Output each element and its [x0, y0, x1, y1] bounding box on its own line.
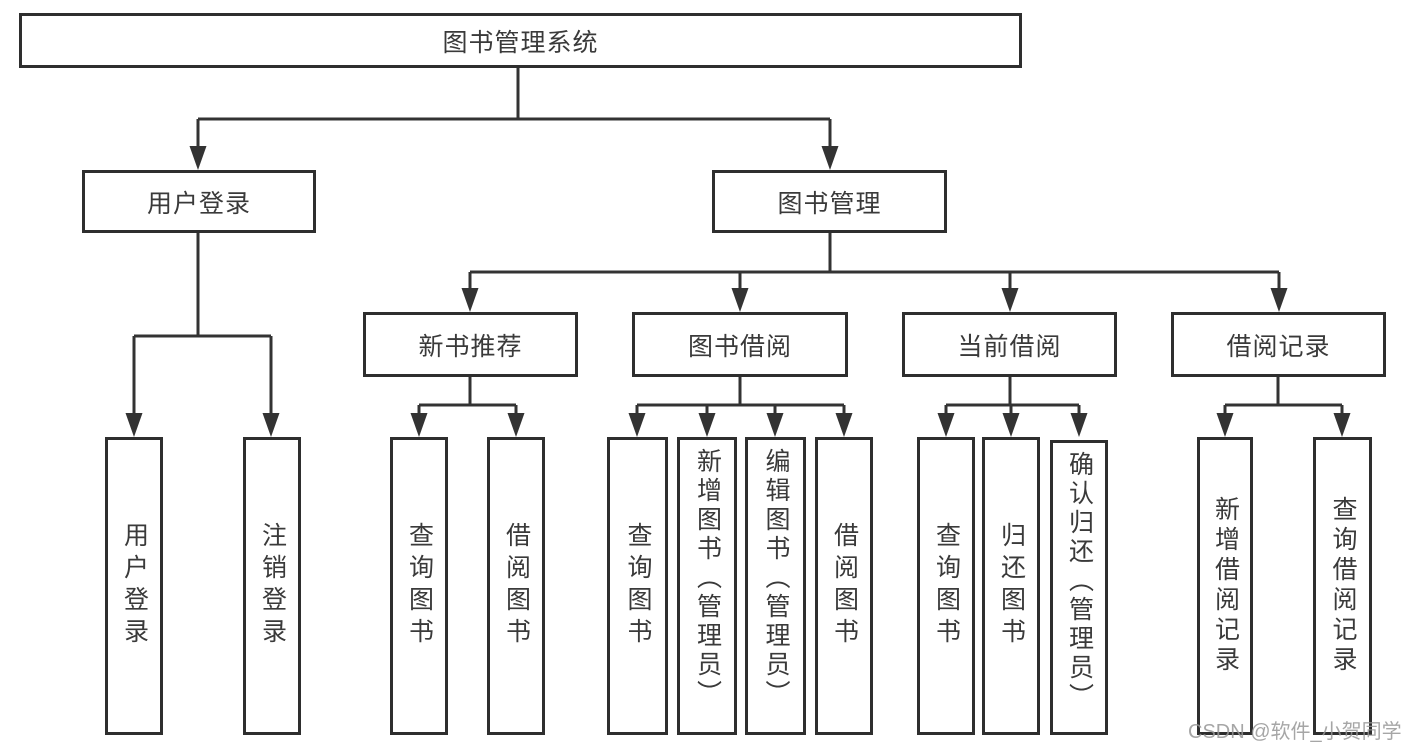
node-leaf-borrow-query-label: 查询图书	[624, 522, 652, 650]
node-borrowing-records-label: 借阅记录	[1226, 332, 1331, 361]
node-book-management: 图书管理	[712, 170, 947, 233]
arrowhead-icon	[262, 413, 280, 437]
node-user-login-label: 用户登录	[146, 189, 251, 218]
arrowhead-icon	[410, 413, 428, 437]
node-leaf-newbook-borrow: 借阅图书	[487, 437, 545, 735]
node-leaf-borrow-borrow: 借阅图书	[815, 437, 873, 735]
node-leaf-borrow-add-admin: 新增图书（管理员）	[677, 437, 737, 735]
node-leaf-user-login-label: 用户登录	[120, 522, 149, 650]
arrowheads	[125, 146, 1351, 437]
arrowhead-icon	[937, 413, 955, 437]
node-root: 图书管理系统	[19, 13, 1022, 68]
node-leaf-borrow-edit-admin: 编辑图书（管理员）	[745, 437, 806, 735]
arrowhead-icon	[1001, 288, 1019, 312]
arrowhead-icon	[125, 413, 143, 437]
node-new-book-recommend: 新书推荐	[363, 312, 578, 377]
node-borrowing-records: 借阅记录	[1171, 312, 1386, 377]
tree-edges	[132, 68, 1344, 414]
node-book-borrowing: 图书借阅	[632, 312, 848, 377]
arrowhead-icon	[189, 146, 207, 170]
arrowhead-icon	[731, 288, 749, 312]
node-leaf-borrow-query: 查询图书	[607, 437, 668, 735]
csdn-watermark: CSDN @软件_小贺同学	[1188, 721, 1402, 743]
arrowhead-icon	[1216, 413, 1234, 437]
node-leaf-logout-label: 注销登录	[258, 522, 287, 650]
node-leaf-newbook-borrow-label: 借阅图书	[502, 522, 531, 650]
arrowhead-icon	[821, 146, 839, 170]
node-leaf-records-query-label: 查询借阅记录	[1329, 496, 1357, 676]
arrowhead-icon	[1070, 413, 1088, 437]
node-current-borrowing-label: 当前借阅	[957, 332, 1062, 361]
node-root-label: 图书管理系统	[442, 28, 599, 57]
arrowhead-icon	[461, 288, 479, 312]
node-leaf-current-confirm-admin: 确认归还（管理员）	[1050, 440, 1108, 735]
node-current-borrowing: 当前借阅	[902, 312, 1117, 377]
node-leaf-records-query: 查询借阅记录	[1313, 437, 1372, 735]
arrowhead-icon	[835, 413, 853, 437]
node-leaf-newbook-query: 查询图书	[390, 437, 448, 735]
node-leaf-current-query-label: 查询图书	[932, 522, 961, 650]
node-leaf-current-return-label: 归还图书	[997, 522, 1026, 650]
node-leaf-borrow-add-admin-label: 新增图书（管理员）	[693, 448, 722, 709]
arrowhead-icon	[628, 413, 646, 437]
node-leaf-logout: 注销登录	[243, 437, 301, 735]
node-user-login: 用户登录	[82, 170, 316, 233]
arrowhead-icon	[698, 413, 716, 437]
node-leaf-current-query: 查询图书	[917, 437, 975, 735]
node-leaf-records-add-label: 新增借阅记录	[1211, 496, 1240, 676]
node-book-management-label: 图书管理	[777, 189, 882, 218]
node-new-book-recommend-label: 新书推荐	[418, 332, 523, 361]
arrowhead-icon	[1270, 288, 1288, 312]
node-leaf-current-confirm-admin-label: 确认归还（管理员）	[1065, 451, 1094, 712]
arrowhead-icon	[1002, 413, 1020, 437]
node-leaf-borrow-borrow-label: 借阅图书	[830, 522, 859, 650]
node-leaf-current-return: 归还图书	[982, 437, 1040, 735]
arrowhead-icon	[1333, 413, 1351, 437]
arrowhead-icon	[507, 413, 525, 437]
arrowhead-icon	[766, 413, 784, 437]
node-leaf-user-login: 用户登录	[105, 437, 163, 735]
node-book-borrowing-label: 图书借阅	[687, 332, 792, 361]
node-leaf-records-add: 新增借阅记录	[1197, 437, 1253, 735]
node-leaf-newbook-query-label: 查询图书	[405, 522, 434, 650]
node-leaf-borrow-edit-admin-label: 编辑图书（管理员）	[762, 448, 790, 709]
